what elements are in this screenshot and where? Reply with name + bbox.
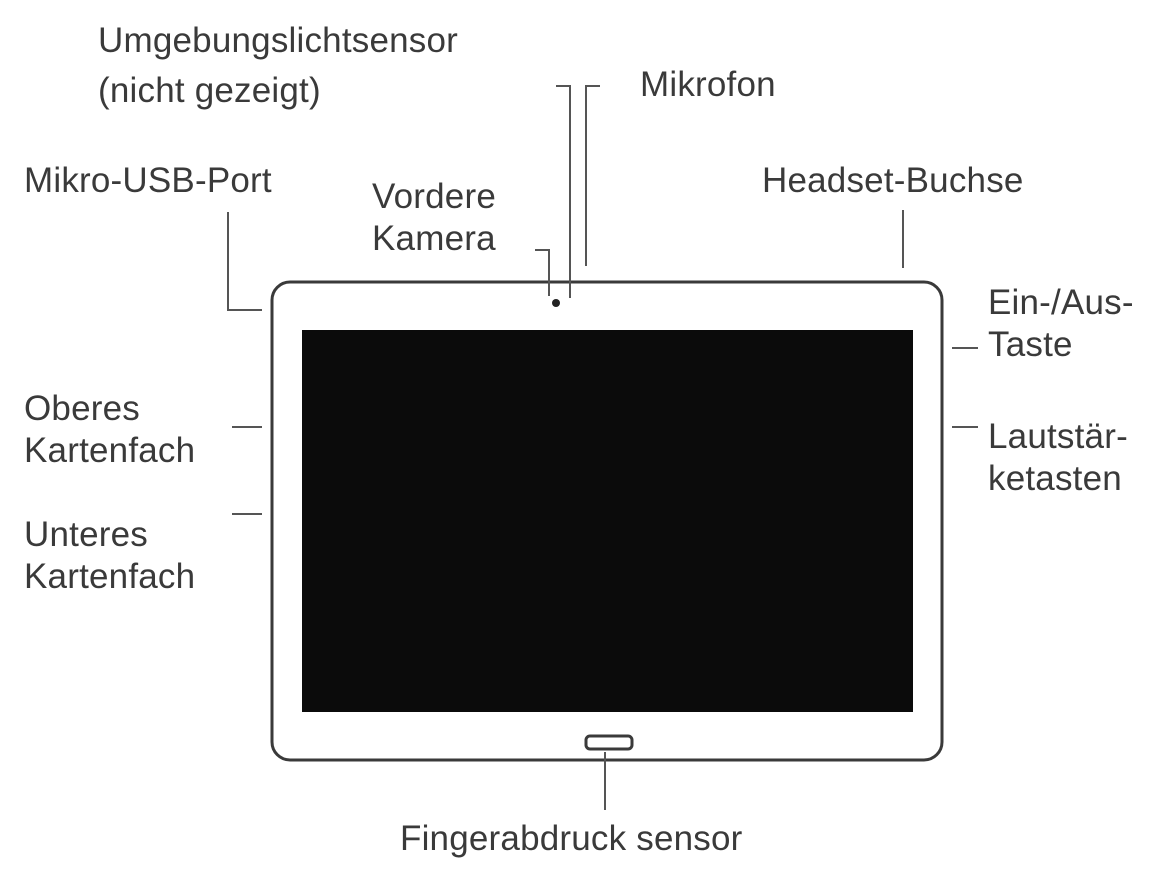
- label-upper-card-slot: Oberes Kartenfach: [24, 388, 195, 472]
- label-headset-jack: Headset-Buchse: [762, 161, 1024, 200]
- label-volume-keys-line1: Lautstär-: [988, 417, 1128, 456]
- label-micro-usb-port: Mikro-USB-Port: [24, 161, 272, 200]
- label-front-camera-line1: Vordere: [372, 177, 496, 216]
- label-lower-card-slot-line2: Kartenfach: [24, 557, 196, 596]
- label-upper-card-slot-line2: Kartenfach: [24, 431, 196, 470]
- leader-front-camera: [535, 249, 550, 296]
- label-volume-keys-line2: ketasten: [988, 459, 1122, 498]
- label-ambient-light-sensor-line2: (nicht gezeigt): [98, 71, 321, 110]
- label-power-key-line2: Taste: [988, 325, 1073, 364]
- label-upper-card-slot-line1: Oberes: [24, 389, 140, 428]
- label-ambient-light-sensor-line1: Umgebungslichtsensor: [98, 21, 459, 60]
- label-volume-keys: Lautstär- ketasten: [988, 416, 1128, 500]
- label-front-camera: Vordere Kamera: [372, 176, 496, 260]
- leader-lines: [227, 85, 978, 810]
- label-power-key-line1: Ein-/Aus-: [988, 283, 1134, 322]
- leader-micro-usb: [227, 212, 262, 311]
- leader-microphone: [585, 85, 600, 266]
- label-fingerprint-sensor: Fingerabdruck sensor: [400, 819, 743, 858]
- label-power-key: Ein-/Aus- Taste: [988, 282, 1134, 366]
- label-lower-card-slot: Unteres Kartenfach: [24, 514, 195, 598]
- tablet-screen: [302, 330, 913, 712]
- label-ambient-light-sensor: Umgebungslichtsensor (nicht gezeigt): [98, 20, 458, 112]
- leader-ambient-light: [556, 85, 571, 298]
- label-lower-card-slot-line1: Unteres: [24, 515, 148, 554]
- label-microphone: Mikrofon: [640, 65, 776, 104]
- fingerprint-button: [584, 734, 634, 751]
- front-camera-dot: [552, 299, 560, 307]
- label-front-camera-line2: Kamera: [372, 219, 496, 258]
